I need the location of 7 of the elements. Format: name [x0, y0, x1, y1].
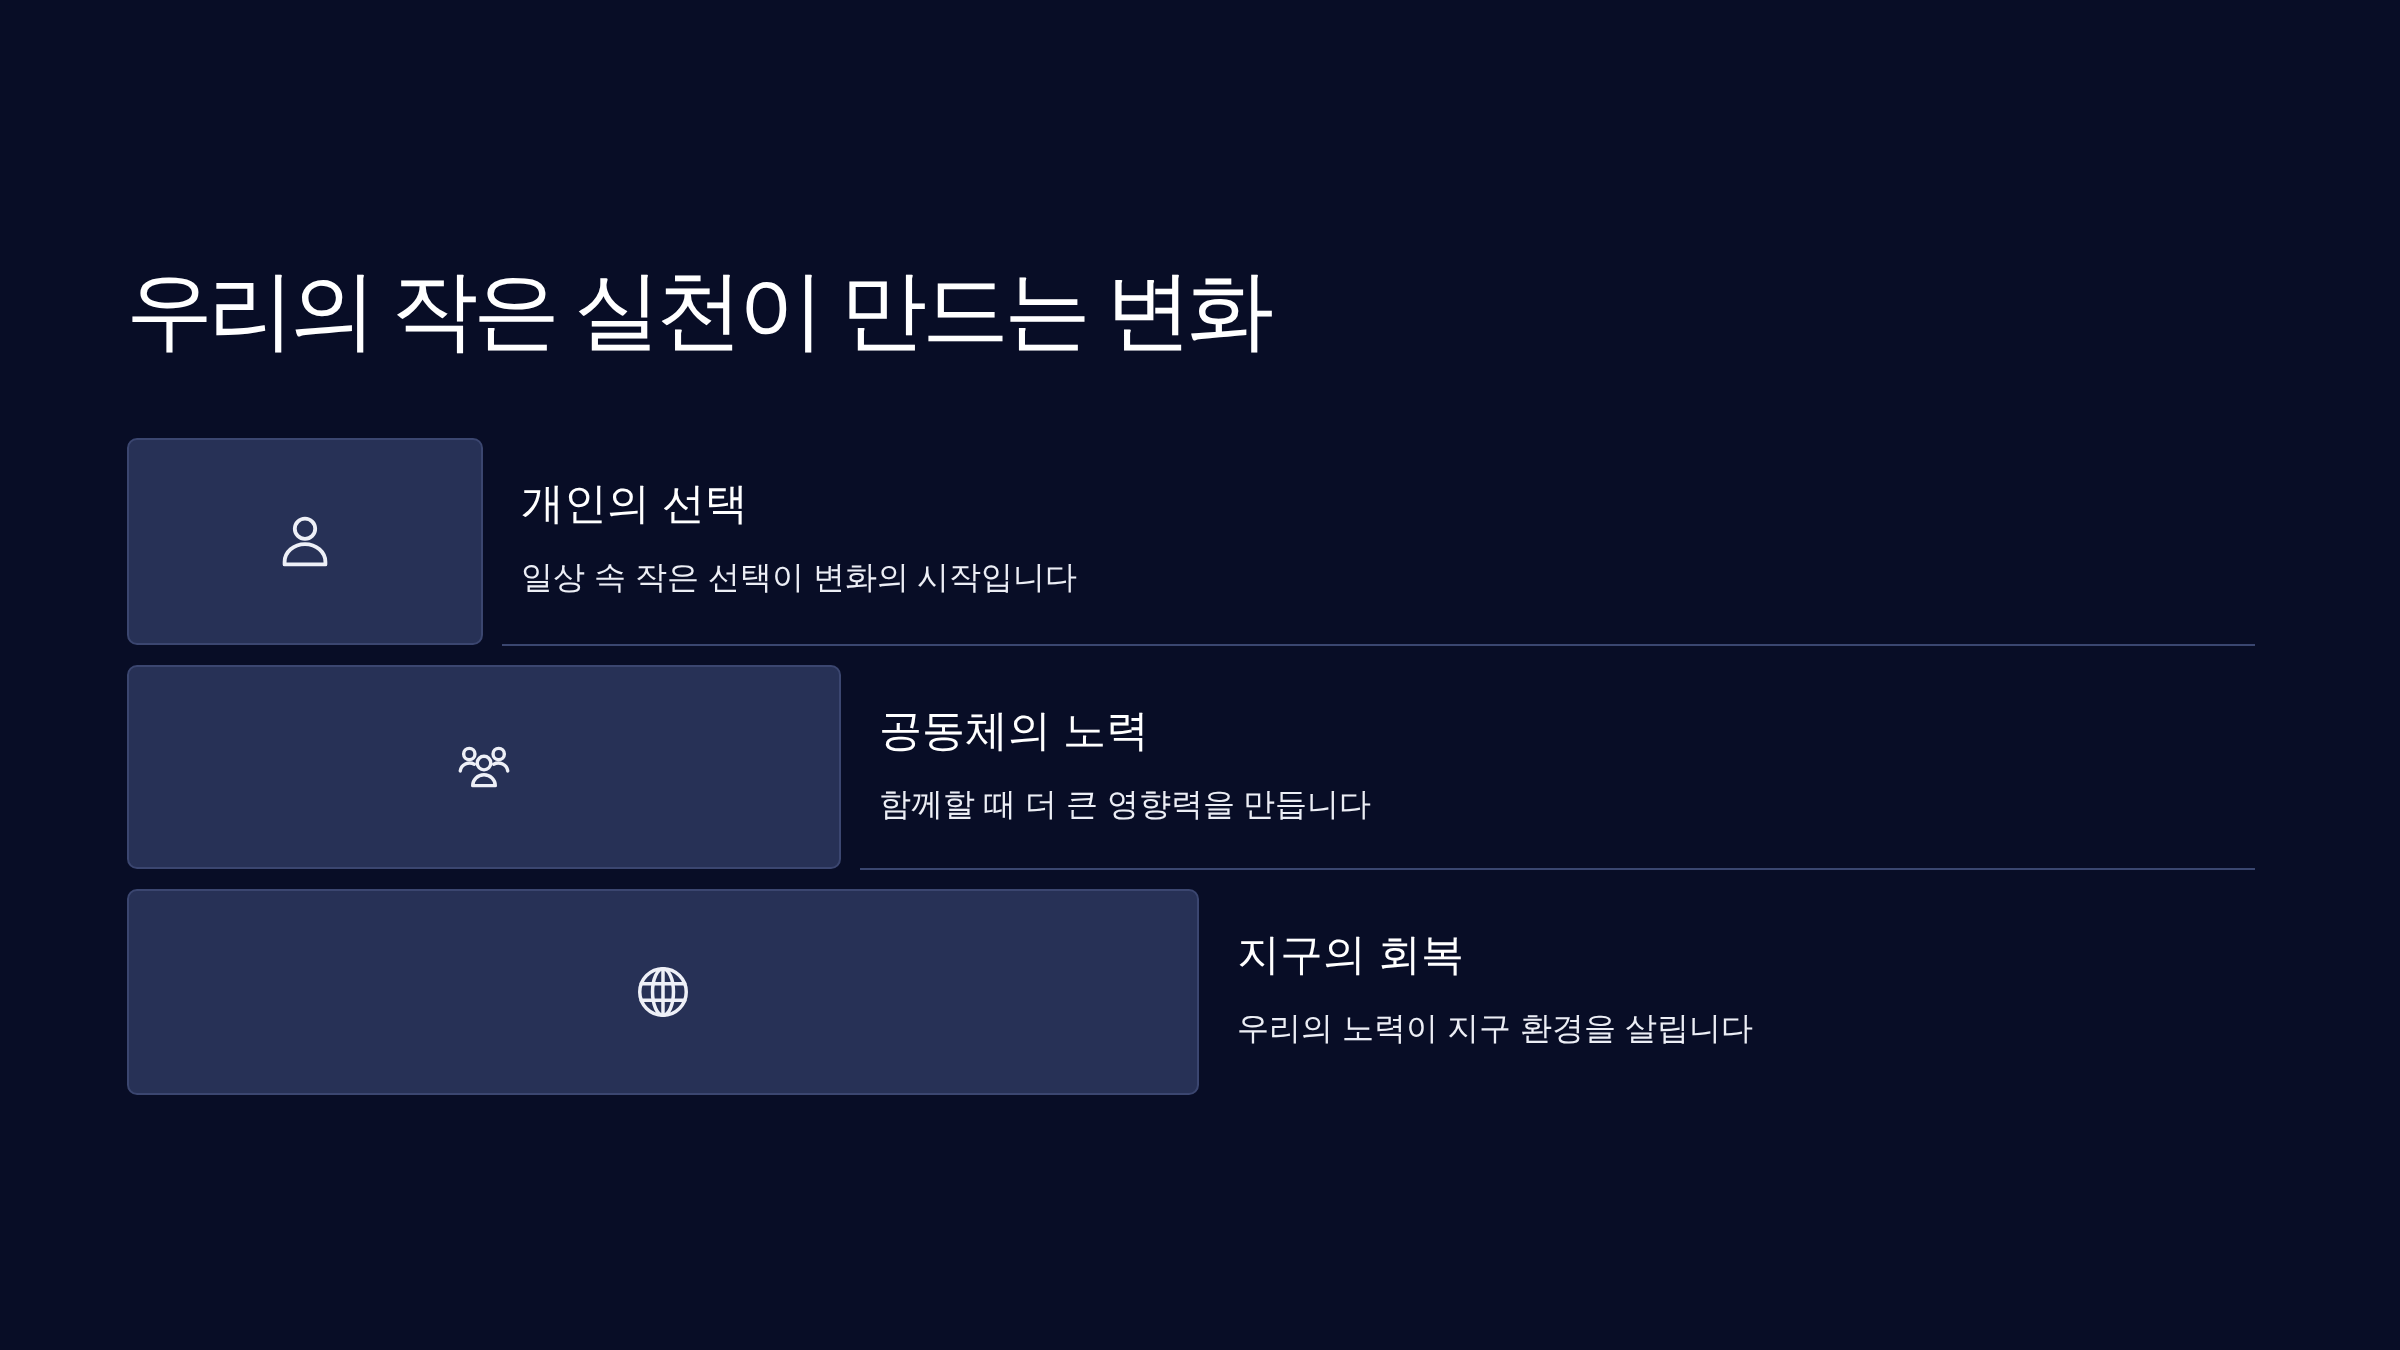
- step-heading: 지구의 회복: [1237, 929, 1464, 980]
- slide-title: 우리의 작은 실천이 만드는 변화: [126, 260, 1269, 360]
- step-description: 우리의 노력이 지구 환경을 살립니다: [1237, 1009, 1753, 1048]
- step-description: 함께할 때 더 큰 영향력을 만듭니다: [879, 785, 1372, 824]
- step-description: 일상 속 작은 선택이 변화의 시작입니다: [521, 558, 1078, 597]
- step-heading: 공동체의 노력: [879, 705, 1149, 756]
- step-heading: 개인의 선택: [521, 478, 748, 529]
